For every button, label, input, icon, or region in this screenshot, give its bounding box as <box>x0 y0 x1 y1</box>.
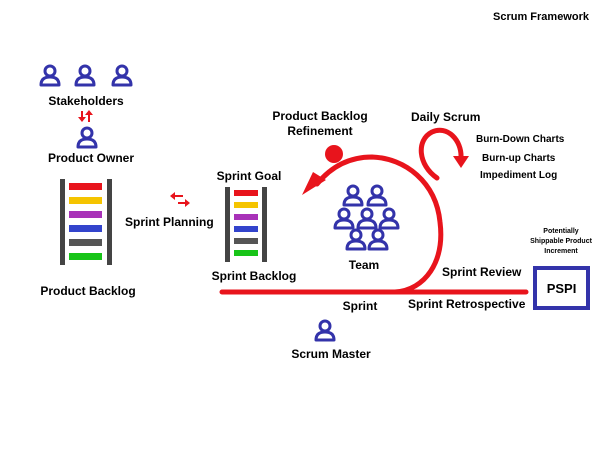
pspi-box: PSPI <box>533 266 590 310</box>
product-owner-label: Product Owner <box>47 151 135 165</box>
product-backlog-stack <box>60 179 112 265</box>
sprint-planning-label: Sprint Planning <box>125 215 214 229</box>
sprint-backlog-label: Sprint Backlog <box>211 269 297 283</box>
burn-down-label: Burn-Down Charts <box>476 134 565 145</box>
stakeholders-label: Stakeholders <box>48 94 124 108</box>
person-icon <box>366 184 388 207</box>
sprint-label: Sprint <box>342 299 378 313</box>
pspi-caption-line1: Potentially <box>543 228 579 235</box>
person-icon <box>333 207 355 230</box>
refinement-label-line1: Product Backlog <box>272 109 368 123</box>
sprint-backlog-stack <box>225 187 267 262</box>
person-icon <box>342 184 364 207</box>
scrum-master-person-icon <box>314 319 336 342</box>
burn-up-label: Burn-up Charts <box>482 153 556 164</box>
person-icon <box>367 228 389 251</box>
sprint-retrospective-label: Sprint Retrospective <box>408 297 526 311</box>
scrum-master-label: Scrum Master <box>291 347 371 361</box>
refinement-marker-dot <box>325 145 343 163</box>
pspi-caption-line2: Shippable Product <box>530 238 592 245</box>
product-owner-person-icon <box>76 126 98 149</box>
daily-scrum-label: Daily Scrum <box>411 110 481 124</box>
pspi-label: PSPI <box>546 280 577 296</box>
exchange-arrows-icon-vertical <box>78 110 93 122</box>
stakeholder-person-icons <box>39 64 133 87</box>
sprint-goal-label: Sprint Goal <box>216 169 282 183</box>
team-label: Team <box>348 258 380 272</box>
cycle-arrowhead <box>302 172 326 195</box>
person-icon <box>74 64 96 87</box>
refinement-label-line2: Refinement <box>287 124 353 138</box>
pspi-caption-line3: Increment <box>544 248 578 255</box>
person-icon <box>378 207 400 230</box>
person-icon <box>345 228 367 251</box>
team-person-icons <box>333 184 400 251</box>
exchange-arrows-icon-horizontal <box>170 192 190 207</box>
impediment-log-label: Impediment Log <box>480 170 558 181</box>
person-icon <box>111 64 133 87</box>
page-title: Scrum Framework <box>493 11 589 23</box>
daily-scrum-arrowhead <box>453 156 469 168</box>
person-icon <box>356 207 378 230</box>
person-icon <box>39 64 61 87</box>
sprint-review-label: Sprint Review <box>442 265 522 279</box>
product-backlog-label: Product Backlog <box>40 284 136 298</box>
sprint-cycle-arrow <box>219 127 529 295</box>
